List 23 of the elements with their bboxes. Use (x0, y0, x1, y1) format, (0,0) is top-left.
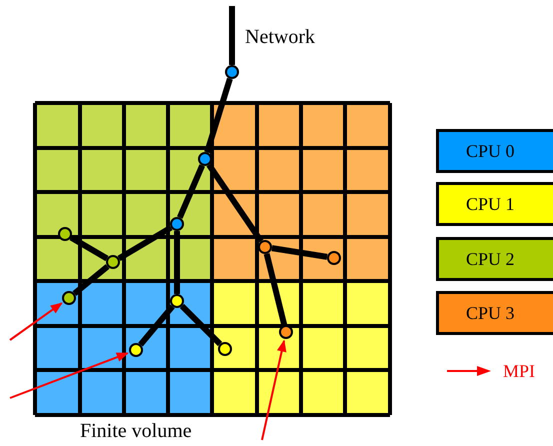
legend-label: MPI (503, 361, 536, 382)
network-link (70, 234, 108, 262)
network-link (177, 164, 205, 219)
network-link (264, 253, 288, 326)
network-link (174, 231, 180, 294)
network-line (229, 6, 235, 65)
legend-label: CPU 1 (466, 194, 515, 214)
edge-label: Network (245, 26, 315, 49)
network-link (138, 304, 175, 347)
arrow (261, 340, 286, 440)
network-node (225, 65, 239, 79)
network-link (118, 225, 172, 261)
network-link (206, 163, 264, 243)
network-link (180, 304, 222, 346)
legend-label: CPU 0 (466, 140, 515, 162)
network-link (271, 245, 328, 260)
network-link (72, 264, 110, 296)
caption-text: Finite volume (80, 420, 192, 443)
legend-label: CPU 3 (466, 302, 515, 324)
network-link (204, 78, 233, 154)
legend-label: CPU 2 (466, 248, 515, 270)
arrow (10, 352, 129, 399)
arrow (9, 302, 63, 341)
